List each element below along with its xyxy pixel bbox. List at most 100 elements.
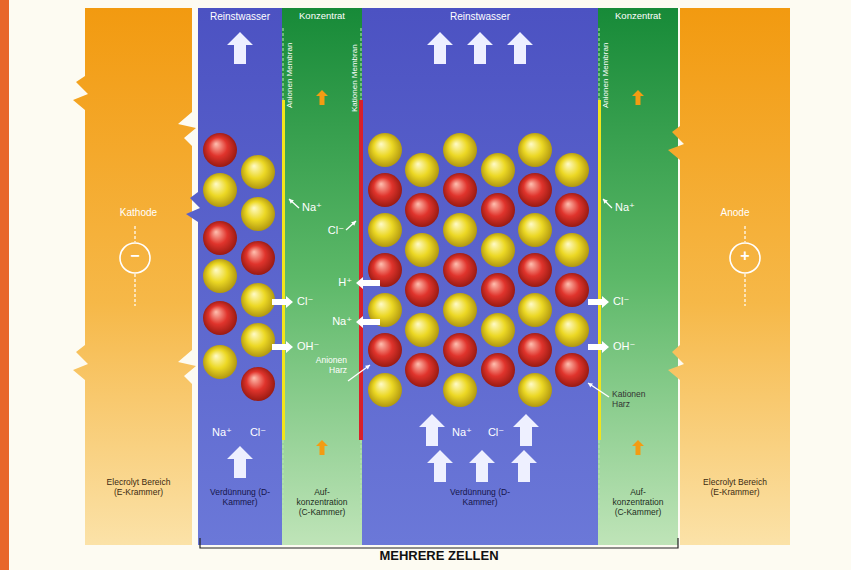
concentrate-chamber xyxy=(598,8,678,545)
anion-resin-bead xyxy=(368,373,402,407)
anion-resin-bead xyxy=(518,213,552,247)
bracket xyxy=(200,538,678,548)
dilute-chamber xyxy=(186,8,282,545)
flow-arrow xyxy=(419,414,445,446)
ion-arrow xyxy=(272,341,293,353)
anion-resin-bead xyxy=(241,155,275,189)
ion-label: Na⁺ xyxy=(452,426,472,439)
flow-arrow xyxy=(513,414,539,446)
ion-label: Cl⁻ xyxy=(297,295,313,308)
leader-head xyxy=(289,199,294,204)
cation-resin-bead xyxy=(481,193,515,227)
anion-resin-bead xyxy=(241,197,275,231)
anion-resin-bead xyxy=(443,293,477,327)
ion-label: Na⁺ xyxy=(332,315,352,328)
anion-membrane xyxy=(598,100,601,440)
electrode-symbol xyxy=(730,243,760,273)
cation-resin-bead xyxy=(203,221,237,255)
cation-resin-bead xyxy=(405,353,439,387)
cation-resin-bead xyxy=(481,353,515,387)
flow-arrow xyxy=(469,450,495,482)
anion-resin-bead xyxy=(443,133,477,167)
flow-arrow xyxy=(227,32,253,64)
cation-resin-bead xyxy=(443,253,477,287)
leader-head xyxy=(603,199,608,204)
dashed-line xyxy=(134,274,135,306)
outlet-label: Konzentrat xyxy=(283,11,361,22)
ion-label: OH⁻ xyxy=(613,340,635,353)
ion-label: Cl⁻ xyxy=(488,426,504,439)
dilute-chamber: ReinstwasserVerdünnung (D-Kammer) xyxy=(198,8,282,545)
membrane-label: Anionen Membran xyxy=(285,43,294,108)
ion-arrow xyxy=(356,277,380,289)
ion-arrow xyxy=(588,341,609,353)
electrolyte-chamber xyxy=(73,8,196,545)
concentrate-chamber xyxy=(282,8,362,545)
anion-resin-bead xyxy=(203,173,237,207)
anion-resin-bead xyxy=(481,313,515,347)
cation-resin-bead xyxy=(203,301,237,335)
bracket-label: MEHRERE ZELLEN xyxy=(373,549,504,564)
anion-resin-bead xyxy=(203,345,237,379)
resin-label: Anionen Harz xyxy=(299,356,347,376)
leader-head xyxy=(365,365,370,370)
outlet-label: Reinstwasser xyxy=(420,11,540,23)
membrane-line xyxy=(361,440,362,540)
ion-label: Na⁺ xyxy=(615,201,635,214)
outlet-label: Konzentrat xyxy=(599,11,677,22)
electrolyte-chamber xyxy=(668,8,790,545)
anion-resin-bead xyxy=(405,313,439,347)
anion-resin-bead xyxy=(405,233,439,267)
anion-resin-bead xyxy=(405,153,439,187)
chamber-label: Elecrolyt Bereich (E-Krammer) xyxy=(103,478,175,498)
leader-line xyxy=(588,383,609,397)
cation-resin-bead xyxy=(481,273,515,307)
anion-resin-bead xyxy=(555,153,589,187)
electrode-symbol xyxy=(120,243,150,273)
membrane-line xyxy=(283,28,284,100)
membrane-line xyxy=(283,440,284,540)
flow-arrow xyxy=(427,32,453,64)
ion-label: Cl⁻ xyxy=(613,295,629,308)
anion-resin-bead xyxy=(241,283,275,317)
membrane-label: Anionen Membran xyxy=(601,43,610,108)
membrane-line xyxy=(361,28,362,100)
anion-membrane xyxy=(282,100,285,440)
anion-resin-bead xyxy=(518,373,552,407)
dashed-line xyxy=(744,274,745,306)
chamber-label: Elecrolyt Bereich (E-Krammer) xyxy=(699,478,771,498)
cation-resin-bead xyxy=(443,333,477,367)
anion-resin-bead xyxy=(203,259,237,293)
ion-label: Na⁺ xyxy=(302,201,322,214)
flow-arrow xyxy=(316,440,328,455)
dilute-chamber xyxy=(362,8,598,545)
chamber-label: Verdünnung (D-Kammer) xyxy=(203,488,277,508)
flow-arrow xyxy=(511,450,537,482)
ion-label: Na⁺ xyxy=(212,426,232,439)
cation-resin-bead xyxy=(405,273,439,307)
flow-arrow xyxy=(632,90,644,105)
anion-resin-bead xyxy=(481,233,515,267)
leader-head xyxy=(351,221,356,226)
flow-arrow xyxy=(427,450,453,482)
dashed-line xyxy=(744,226,745,242)
ion-arrow xyxy=(588,296,609,308)
cation-resin-bead xyxy=(241,241,275,275)
cation-resin-bead xyxy=(443,173,477,207)
cation-resin-bead xyxy=(518,173,552,207)
leader-line xyxy=(289,199,299,208)
anion-resin-bead xyxy=(443,213,477,247)
leader-line xyxy=(348,365,370,381)
membrane-line xyxy=(599,28,600,100)
dilute-chamber: ReinstwasserVerdünnung (D-Kammer) xyxy=(362,8,598,545)
leader-line xyxy=(346,221,356,230)
ion-label: H⁺ xyxy=(338,276,352,289)
leader-line xyxy=(603,199,612,208)
chamber-label: Auf- konzentration (C-Kammer) xyxy=(607,488,669,517)
anion-resin-bead xyxy=(518,293,552,327)
polarity-sign: + xyxy=(740,248,749,264)
anion-resin-bead xyxy=(368,213,402,247)
flow-arrow xyxy=(507,32,533,64)
dashed-line xyxy=(134,226,135,242)
cation-membrane xyxy=(359,100,363,440)
